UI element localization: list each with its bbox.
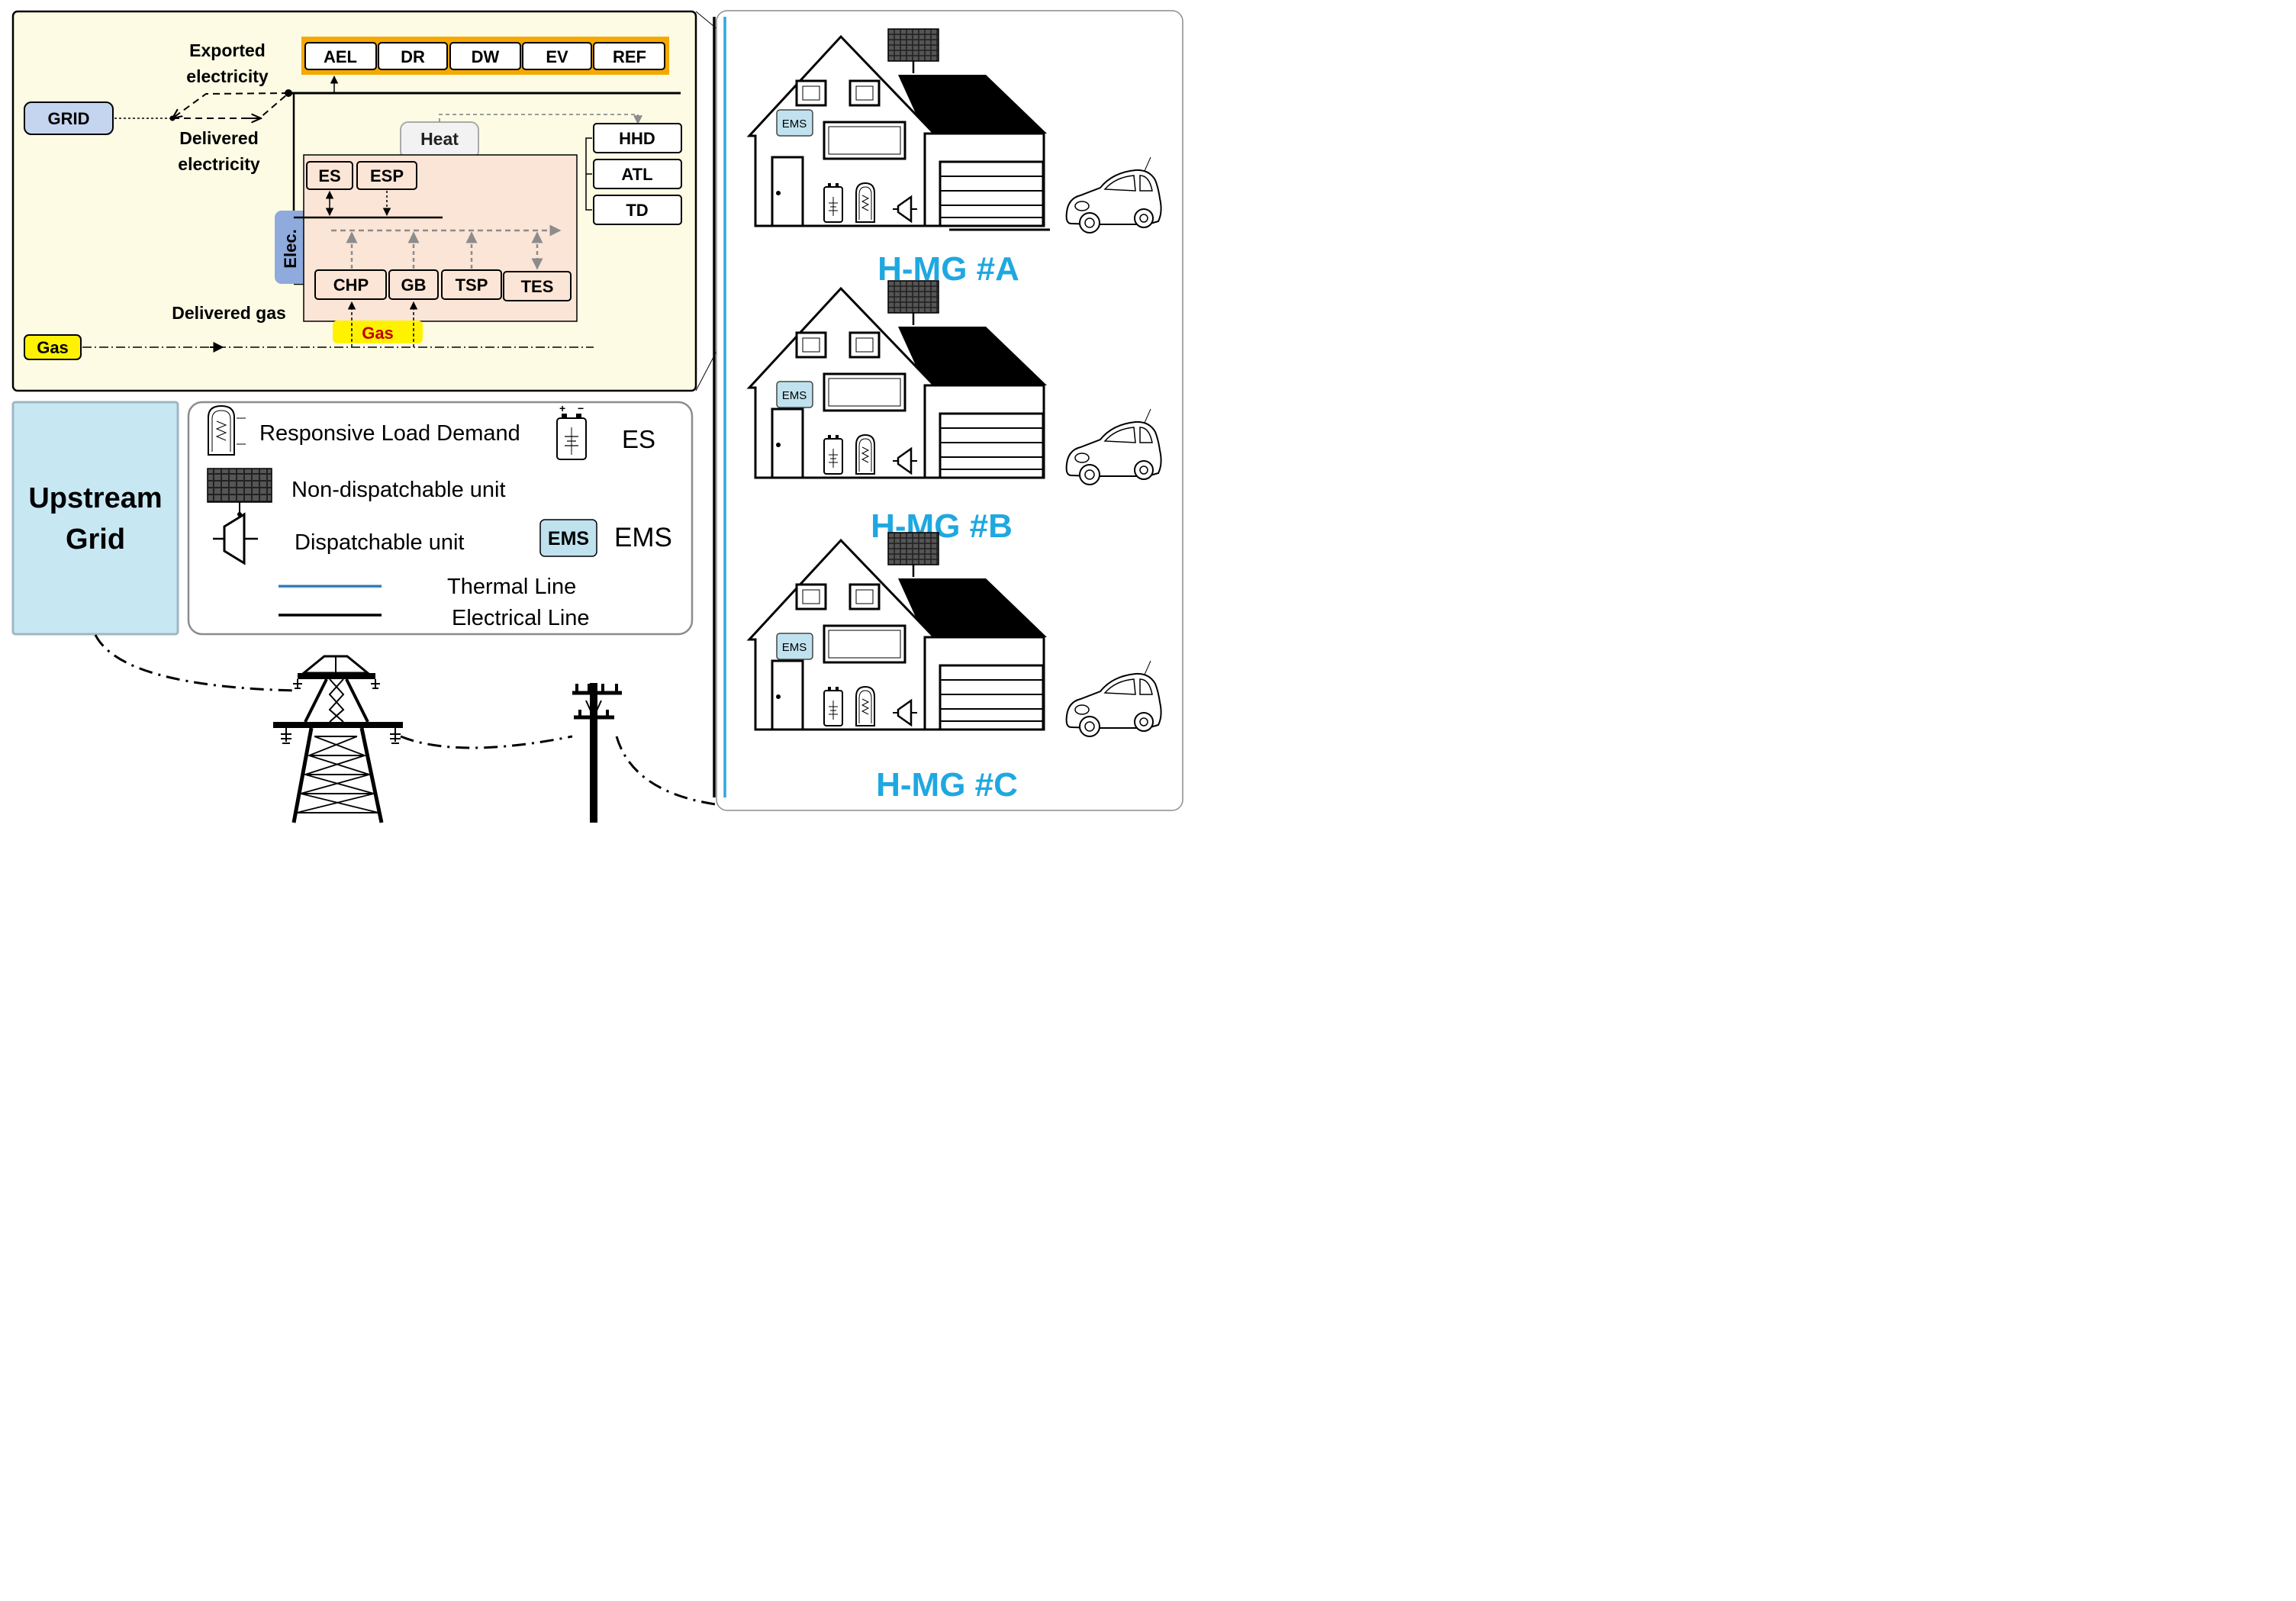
- legend-non-dispatchable: Non-dispatchable unit: [291, 478, 506, 502]
- upstream-grid-line1: Upstream: [28, 482, 162, 514]
- heat-to-loads-arrow: [439, 114, 642, 125]
- legend-es: ES: [622, 425, 655, 453]
- legend-ems: EMS: [614, 523, 672, 552]
- utility-pole-icon: [572, 683, 622, 823]
- pole-to-microgrids-line: [615, 736, 722, 807]
- ems-badge: [539, 519, 597, 557]
- gb-label: GB: [401, 275, 427, 295]
- chp-label: CHP: [333, 275, 369, 295]
- microgrids-panel: EMS H-MG #A EMS H-MG #B EMS H-MG #C: [713, 10, 1183, 811]
- dispatchable-unit-icon: [213, 512, 258, 565]
- heat-load-label: ATL: [621, 165, 652, 184]
- legend-electrical-line: Electrical Line: [452, 606, 590, 630]
- tsp-label: TSP: [456, 275, 488, 295]
- grid-label: GRID: [48, 109, 90, 128]
- ems-label: EMS: [782, 118, 807, 130]
- load-box: [522, 42, 592, 70]
- load-box: [449, 42, 521, 70]
- transmission-tower-icon: [273, 655, 403, 823]
- load-label: REF: [613, 47, 646, 66]
- load-label: EV: [546, 47, 568, 66]
- responsive-load-icon: [208, 404, 246, 456]
- svg-text:−: −: [578, 402, 584, 414]
- load-label: AEL: [324, 47, 357, 66]
- upstream-grid: Upstream Grid: [11, 401, 179, 636]
- delivered-gas-label: Delivered gas: [172, 303, 286, 323]
- load-label: DR: [401, 47, 425, 66]
- svg-text:+: +: [559, 402, 565, 414]
- load-box: [378, 42, 448, 70]
- energy-hub-panel: AEL DR DW EV REF GRID Exported electrici…: [11, 10, 697, 392]
- delivered-electricity-line1: Delivered: [179, 128, 259, 148]
- ems-badge-label: EMS: [548, 528, 589, 549]
- gas-source-box: [24, 334, 82, 360]
- exported-electricity-arrow: [172, 92, 289, 118]
- solar-panel-icon: [207, 468, 272, 517]
- delivered-electricity-line2: electricity: [178, 154, 260, 174]
- ems-label: EMS: [782, 389, 807, 402]
- mg-label-c: H-MG #C: [876, 766, 1018, 804]
- heat-load-box: [593, 195, 682, 225]
- gb-box: [388, 269, 439, 300]
- upstream-grid-line2: Grid: [66, 523, 125, 556]
- legend-thermal-line: Thermal Line: [447, 575, 576, 599]
- transmission-path: [94, 634, 722, 823]
- ems-badge: [776, 633, 813, 660]
- heat-load-box: [593, 159, 682, 189]
- load-box: [304, 42, 377, 70]
- load-box: [593, 42, 665, 70]
- house-c: EMS: [748, 531, 1163, 738]
- heat-label: Heat: [420, 129, 459, 149]
- tower-to-pole-line: [400, 735, 573, 749]
- heat-load-label: TD: [626, 201, 648, 220]
- ems-badge: [776, 109, 813, 137]
- ems-badge: [776, 381, 813, 408]
- grid-box: [24, 101, 114, 135]
- gas-bus-label: Gas: [362, 324, 394, 343]
- upstream-grid-box: [11, 401, 179, 636]
- es-box: [306, 161, 353, 190]
- diagram-canvas: AEL DR DW EV REF GRID Exported electrici…: [11, 10, 1183, 823]
- heat-load-box: [593, 123, 682, 153]
- gas-bus-box: [333, 321, 423, 343]
- es-label: ES: [318, 166, 340, 185]
- upstream-to-tower-line: [94, 634, 298, 692]
- legend: Responsive Load Demand + − ES Non-dispat…: [187, 401, 694, 636]
- exported-label-line1: Exported: [189, 40, 266, 60]
- battery-icon: + −: [556, 402, 587, 460]
- esp-label: ESP: [370, 166, 404, 185]
- legend-dispatchable: Dispatchable unit: [295, 530, 464, 555]
- energy-system-diagram: AEL DR DW EV REF GRID Exported electrici…: [0, 0, 1193, 835]
- house-a: EMS: [748, 27, 1163, 234]
- tsp-box: [441, 269, 502, 300]
- tes-label: TES: [521, 277, 554, 296]
- house-b: EMS: [748, 279, 1163, 486]
- electrical-loads: AEL DR DW EV REF: [304, 42, 665, 70]
- ems-label: EMS: [782, 641, 807, 654]
- load-label: DW: [472, 47, 500, 66]
- legend-responsive-load: Responsive Load Demand: [259, 421, 520, 446]
- chp-box: [314, 269, 387, 300]
- heat-load-label: HHD: [619, 129, 655, 148]
- tes-box: [503, 271, 572, 301]
- elec-tab: [275, 211, 310, 284]
- gas-source-label: Gas: [37, 338, 69, 357]
- elec-label: Elec.: [281, 229, 300, 268]
- esp-box: [356, 161, 417, 190]
- exported-label-line2: electricity: [186, 66, 269, 86]
